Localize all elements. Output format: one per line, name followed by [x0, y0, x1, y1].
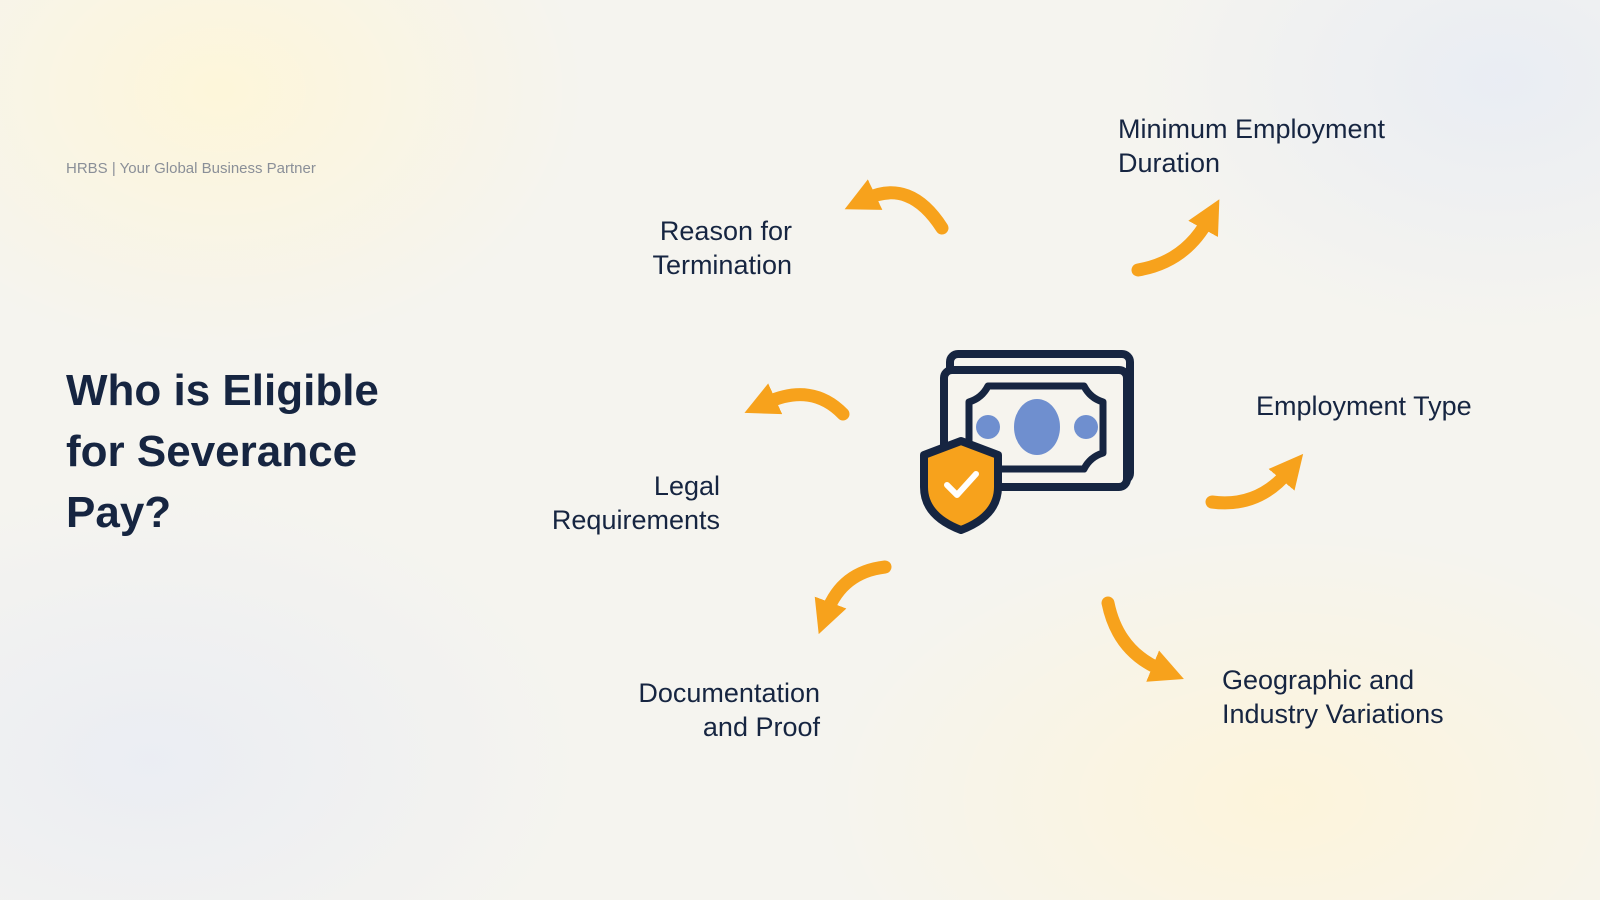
arrow-to-minimum	[1131, 199, 1220, 277]
factor-label-line: Documentation	[638, 678, 820, 708]
arrow-to-type	[1205, 453, 1304, 510]
factor-employment-type: Employment Type	[1256, 389, 1556, 423]
factor-label-line: Reason for	[659, 216, 792, 246]
factor-label-line: and Proof	[702, 712, 820, 742]
factor-label-line: Industry Variations	[1222, 699, 1444, 729]
factor-geographic-and-industry-variations: Geographic and Industry Variations	[1222, 663, 1562, 731]
factor-documentation-and-proof: Documentation and Proof	[560, 676, 820, 744]
factor-label-line: Employment Type	[1256, 391, 1472, 421]
arrow-to-reason	[844, 179, 949, 235]
factor-label-line: Requirements	[551, 505, 720, 535]
factor-label-line: Duration	[1118, 148, 1221, 178]
factor-reason-for-termination: Reason for Termination	[560, 214, 792, 282]
money-shield-check-icon	[920, 350, 1134, 534]
factor-label-line: Termination	[652, 250, 792, 280]
factor-label-line: Minimum Employment	[1118, 114, 1386, 144]
arrow-to-docs	[814, 560, 892, 635]
arrow-to-geo	[1101, 596, 1184, 682]
factor-minimum-employment-duration: Minimum Employment Duration	[1118, 112, 1478, 180]
factor-legal-requirements: Legal Requirements	[500, 469, 720, 537]
factor-label-line: Legal	[653, 471, 720, 501]
slide-title: Who is Eligible for Severance Pay?	[66, 366, 379, 537]
factor-label-line: Geographic and	[1222, 665, 1415, 695]
tagline: HRBS | Your Global Business Partner	[66, 160, 316, 177]
arrow-to-legal	[744, 383, 850, 421]
